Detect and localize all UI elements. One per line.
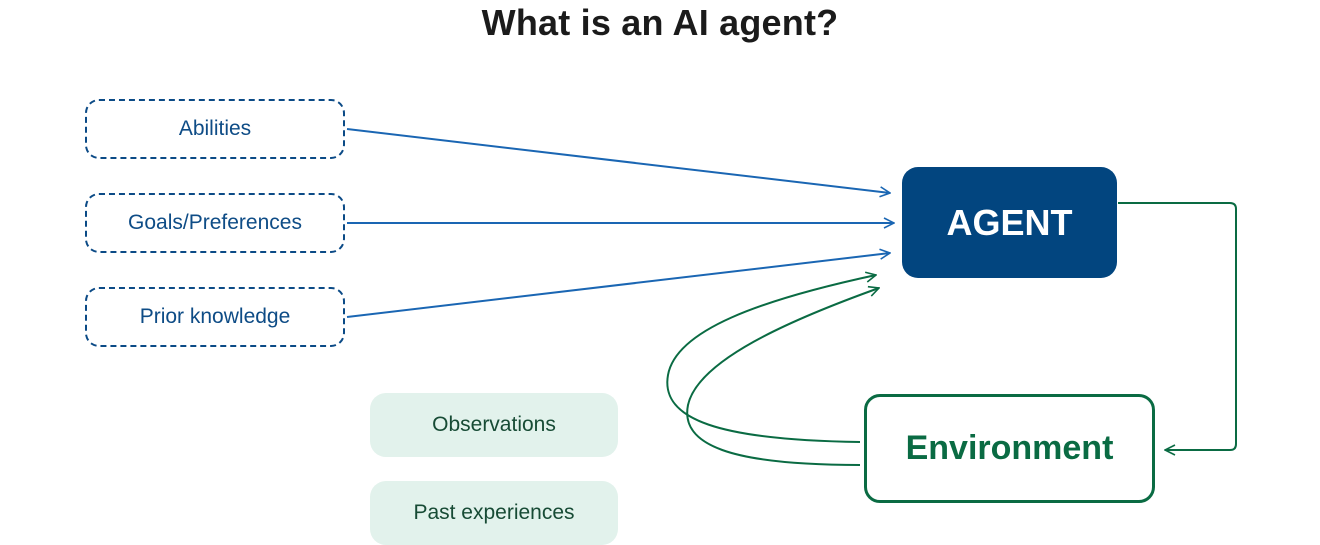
input-abilities: Abilities — [85, 99, 345, 159]
feedback-past-experiences: Past experiences — [370, 481, 618, 545]
feedback-label: Past experiences — [413, 501, 575, 524]
environment-label: Environment — [905, 429, 1114, 467]
input-prior-knowledge: Prior knowledge — [85, 287, 345, 347]
feedback-observations: Observations — [370, 393, 618, 457]
arrow-knowledge-to-agent — [346, 253, 890, 318]
diagram-title: What is an AI agent? — [481, 2, 839, 43]
feedback-label: Observations — [432, 413, 556, 436]
environment-node: Environment — [864, 394, 1155, 503]
arrow-experiences-to-agent — [686, 288, 879, 466]
agent-label: AGENT — [946, 201, 1073, 243]
input-label: Goals/Preferences — [128, 211, 302, 234]
input-goals-preferences: Goals/Preferences — [85, 193, 345, 253]
arrow-observations-to-agent — [666, 275, 876, 443]
input-label: Abilities — [178, 117, 252, 140]
arrow-abilities-to-agent — [346, 128, 890, 193]
agent-node: AGENT — [902, 167, 1117, 278]
input-label: Prior knowledge — [139, 305, 291, 328]
arrow-agent-to-environment — [1118, 202, 1237, 450]
